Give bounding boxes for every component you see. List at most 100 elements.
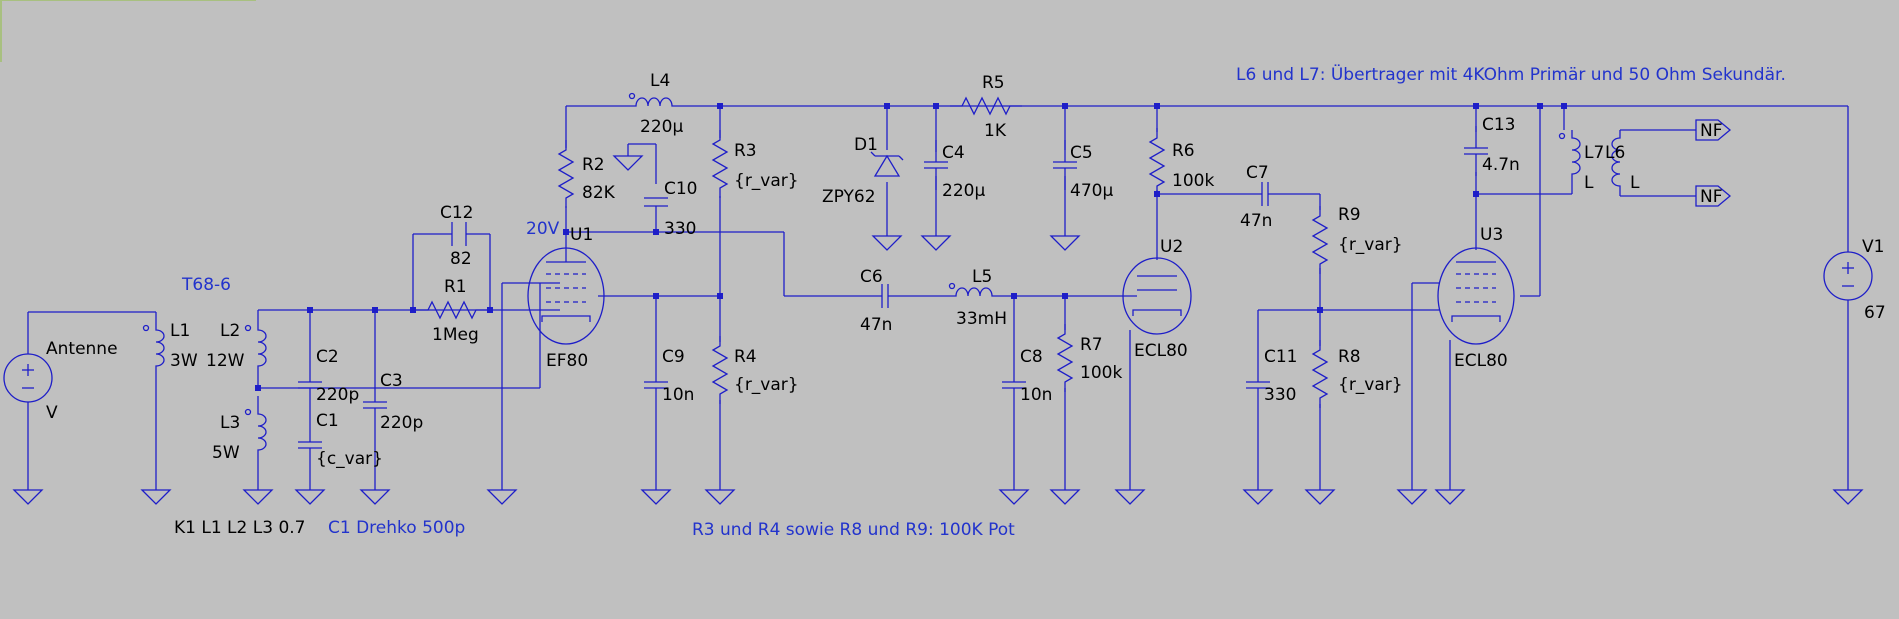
transformer-note: L6 und L7: Übertrager mit 4KOhm Primär u… <box>1236 63 1786 85</box>
value-R1: 1Meg <box>432 325 479 345</box>
capacitor-C7 <box>1239 181 1291 207</box>
label-R8: R8 <box>1338 347 1361 367</box>
tube-U3 <box>1437 247 1515 345</box>
label-R6: R6 <box>1172 141 1195 161</box>
label-L2: L2 <box>220 321 240 341</box>
value-antenna: V <box>46 403 58 423</box>
inductor-L4 <box>627 92 681 107</box>
label-R5: R5 <box>982 73 1005 93</box>
value-L4: 220µ <box>640 117 683 137</box>
resistor-R4 <box>712 335 728 405</box>
label-C6: C6 <box>860 267 883 287</box>
value-C11: 330 <box>1264 385 1296 405</box>
label-L5: L5 <box>972 267 992 287</box>
label-antenna: Antenne <box>46 339 118 359</box>
value-C3: 220p <box>380 413 423 433</box>
value-R9: {r_var} <box>1338 235 1403 255</box>
capacitor-C6 <box>859 283 911 309</box>
core-label: T68-6 <box>181 275 231 295</box>
pot-note: R3 und R4 sowie R8 und R9: 100K Pot <box>692 520 1015 540</box>
label-C13: C13 <box>1482 115 1516 135</box>
label-L3: L3 <box>220 413 240 433</box>
value-L3: 5W <box>212 443 240 463</box>
resistor-R2 <box>558 139 574 209</box>
zener-D1 <box>870 151 904 177</box>
label-C8: C8 <box>1020 347 1043 367</box>
label-R7: R7 <box>1080 335 1103 355</box>
label-V1: V1 <box>1862 237 1884 257</box>
value-C5: 470µ <box>1070 181 1113 201</box>
value-L2: 12W <box>206 351 245 371</box>
value-C2: 220p <box>316 385 359 405</box>
resistor-R1 <box>413 300 490 320</box>
value-L1: 3W <box>170 351 198 371</box>
label-R1: R1 <box>444 277 467 297</box>
label-C9: C9 <box>662 347 685 367</box>
nf-output-2: NF <box>1700 187 1723 207</box>
label-R4: R4 <box>734 347 757 367</box>
resistor-R3 <box>712 129 728 199</box>
value-C8: 10n <box>1020 385 1052 405</box>
label-U2: U2 <box>1160 237 1183 257</box>
resistor-R5 <box>950 96 1022 116</box>
label-C10: C10 <box>664 179 698 199</box>
value-C9: 10n <box>662 385 694 405</box>
voltage-source-V1 <box>1823 251 1873 301</box>
inductor-L2 <box>244 321 267 375</box>
nf-port-1 <box>1695 119 1732 141</box>
value-C10: 330 <box>664 219 696 239</box>
label-L6: L6 <box>1605 143 1625 163</box>
value-C12: 82 <box>450 249 472 269</box>
value-U3: ECL80 <box>1454 351 1508 371</box>
value-L6: L <box>1630 173 1640 193</box>
label-D1: D1 <box>854 135 878 155</box>
ground-symbols <box>13 144 1863 505</box>
value-L7: L <box>1584 173 1594 193</box>
label-C11: C11 <box>1264 347 1298 367</box>
voltage-20v-label: 20V <box>526 219 560 239</box>
resistor-R8 <box>1312 339 1328 409</box>
value-R8: {r_var} <box>1338 375 1403 395</box>
capacitor-C12 <box>451 222 467 246</box>
label-C5: C5 <box>1070 143 1093 163</box>
label-L4: L4 <box>650 71 670 91</box>
value-D1: ZPY62 <box>822 187 876 207</box>
value-C7: 47n <box>1240 211 1272 231</box>
value-R5: 1K <box>984 121 1007 141</box>
resistor-R9 <box>1312 205 1328 275</box>
value-C4: 220µ <box>942 181 985 201</box>
label-C12: C12 <box>440 203 474 223</box>
label-L7: L7 <box>1584 143 1604 163</box>
inductor-L7 <box>1558 129 1581 183</box>
resistor-R7 <box>1057 323 1073 393</box>
label-C1: C1 <box>316 411 339 431</box>
label-R2: R2 <box>582 155 605 175</box>
value-R2: 82K <box>582 183 616 203</box>
antenna-source <box>3 353 53 403</box>
value-U2: ECL80 <box>1134 341 1188 361</box>
label-C7: C7 <box>1246 163 1269 183</box>
inductor-L6 <box>1611 130 1621 196</box>
capacitor-C10 <box>644 197 668 207</box>
value-R6: 100k <box>1172 171 1214 191</box>
label-R3: R3 <box>734 141 757 161</box>
nf-port-2 <box>1695 185 1732 207</box>
label-U1: U1 <box>570 225 593 245</box>
value-U1: EF80 <box>546 351 588 371</box>
label-U3: U3 <box>1480 225 1503 245</box>
inductor-L3 <box>244 405 267 459</box>
value-C1: {c_var} <box>316 449 383 469</box>
corner-mark <box>0 0 256 62</box>
label-R9: R9 <box>1338 205 1361 225</box>
resistor-R6 <box>1149 127 1165 197</box>
inductor-L1 <box>142 321 165 375</box>
value-C13: 4.7n <box>1482 155 1520 175</box>
label-L1: L1 <box>170 321 190 341</box>
coupling-note: K1 L1 L2 L3 0.7 <box>174 518 305 538</box>
label-C2: C2 <box>316 347 339 367</box>
value-R7: 100k <box>1080 363 1122 383</box>
value-C6: 47n <box>860 315 892 335</box>
tube-U2 <box>1120 257 1192 335</box>
nf-output-1: NF <box>1700 121 1723 141</box>
